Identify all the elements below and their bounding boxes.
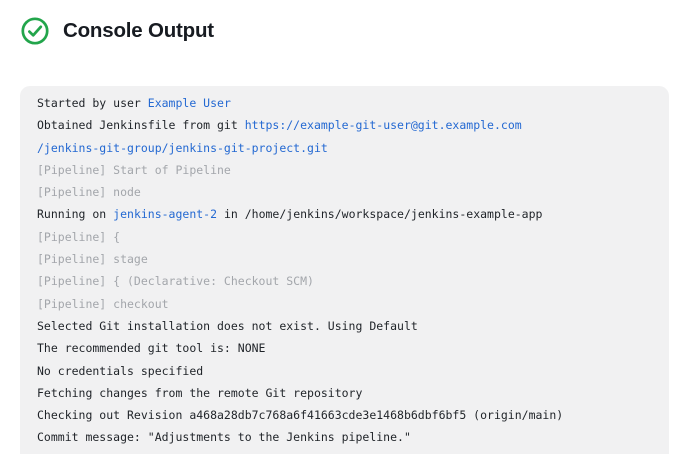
- console-line: Obtained Jenkinsfile from git https://ex…: [37, 114, 652, 136]
- success-check-circle-icon: [21, 17, 49, 45]
- console-line: [Pipeline] { (Declarative: Checkout SCM): [37, 270, 652, 292]
- console-line: /jenkins-git-group/jenkins-git-project.g…: [37, 137, 652, 159]
- console-line: Selected Git installation does not exist…: [37, 315, 652, 337]
- console-text: in /home/jenkins/workspace/jenkins-examp…: [217, 207, 543, 222]
- console-text: Started by user: [37, 96, 148, 110]
- console-text: Commit message: "Adjustments to the Jenk…: [37, 430, 411, 445]
- console-line: Started by user Example User: [37, 92, 652, 114]
- console-line: [Pipeline] Start of Pipeline: [37, 159, 652, 181]
- console-link[interactable]: /jenkins-git-group/jenkins-git-project.g…: [37, 140, 328, 155]
- page-title: Console Output: [63, 19, 214, 42]
- console-text: Fetching changes from the remote Git rep…: [37, 385, 363, 400]
- console-line: The recommended git tool is: NONE: [37, 337, 652, 359]
- console-text: The recommended git tool is: NONE: [37, 341, 266, 356]
- console-text: Running on: [37, 207, 114, 222]
- console-link[interactable]: jenkins-agent-2: [113, 207, 218, 222]
- console-line: Running on jenkins-agent-2 in /home/jenk…: [37, 203, 652, 225]
- console-text: [Pipeline] { (Declarative: Checkout SCM): [37, 274, 314, 289]
- console-line: Fetching changes from the remote Git rep…: [37, 382, 652, 404]
- console-text: No credentials specified: [37, 363, 204, 378]
- console-text: [Pipeline] stage: [37, 252, 148, 267]
- console-line: [Pipeline] checkout: [37, 293, 652, 315]
- console-text: [Pipeline] Start of Pipeline: [37, 162, 231, 177]
- console-link[interactable]: https://example-git-user@git.example.com: [244, 118, 522, 133]
- console-text: Selected Git installation does not exist…: [37, 318, 418, 333]
- console-line: Checking out Revision a468a28db7c768a6f4…: [37, 404, 652, 426]
- console-text: [Pipeline] {: [37, 229, 121, 244]
- console-text: [Pipeline] node: [37, 185, 141, 200]
- console-line: [Pipeline] node: [37, 181, 652, 203]
- console-line: [Pipeline] {: [37, 226, 652, 248]
- console-line: No credentials specified: [37, 360, 652, 382]
- page-header: Console Output: [20, 16, 214, 46]
- console-text: [Pipeline] checkout: [37, 296, 169, 311]
- console-text: Obtained Jenkinsfile from git: [37, 118, 245, 133]
- console-line: Commit message: "Adjustments to the Jenk…: [37, 426, 652, 448]
- console-link[interactable]: Example User: [147, 96, 231, 110]
- console-line: [Pipeline] stage: [37, 248, 652, 270]
- console-text: Checking out Revision a468a28db7c768a6f4…: [37, 408, 564, 423]
